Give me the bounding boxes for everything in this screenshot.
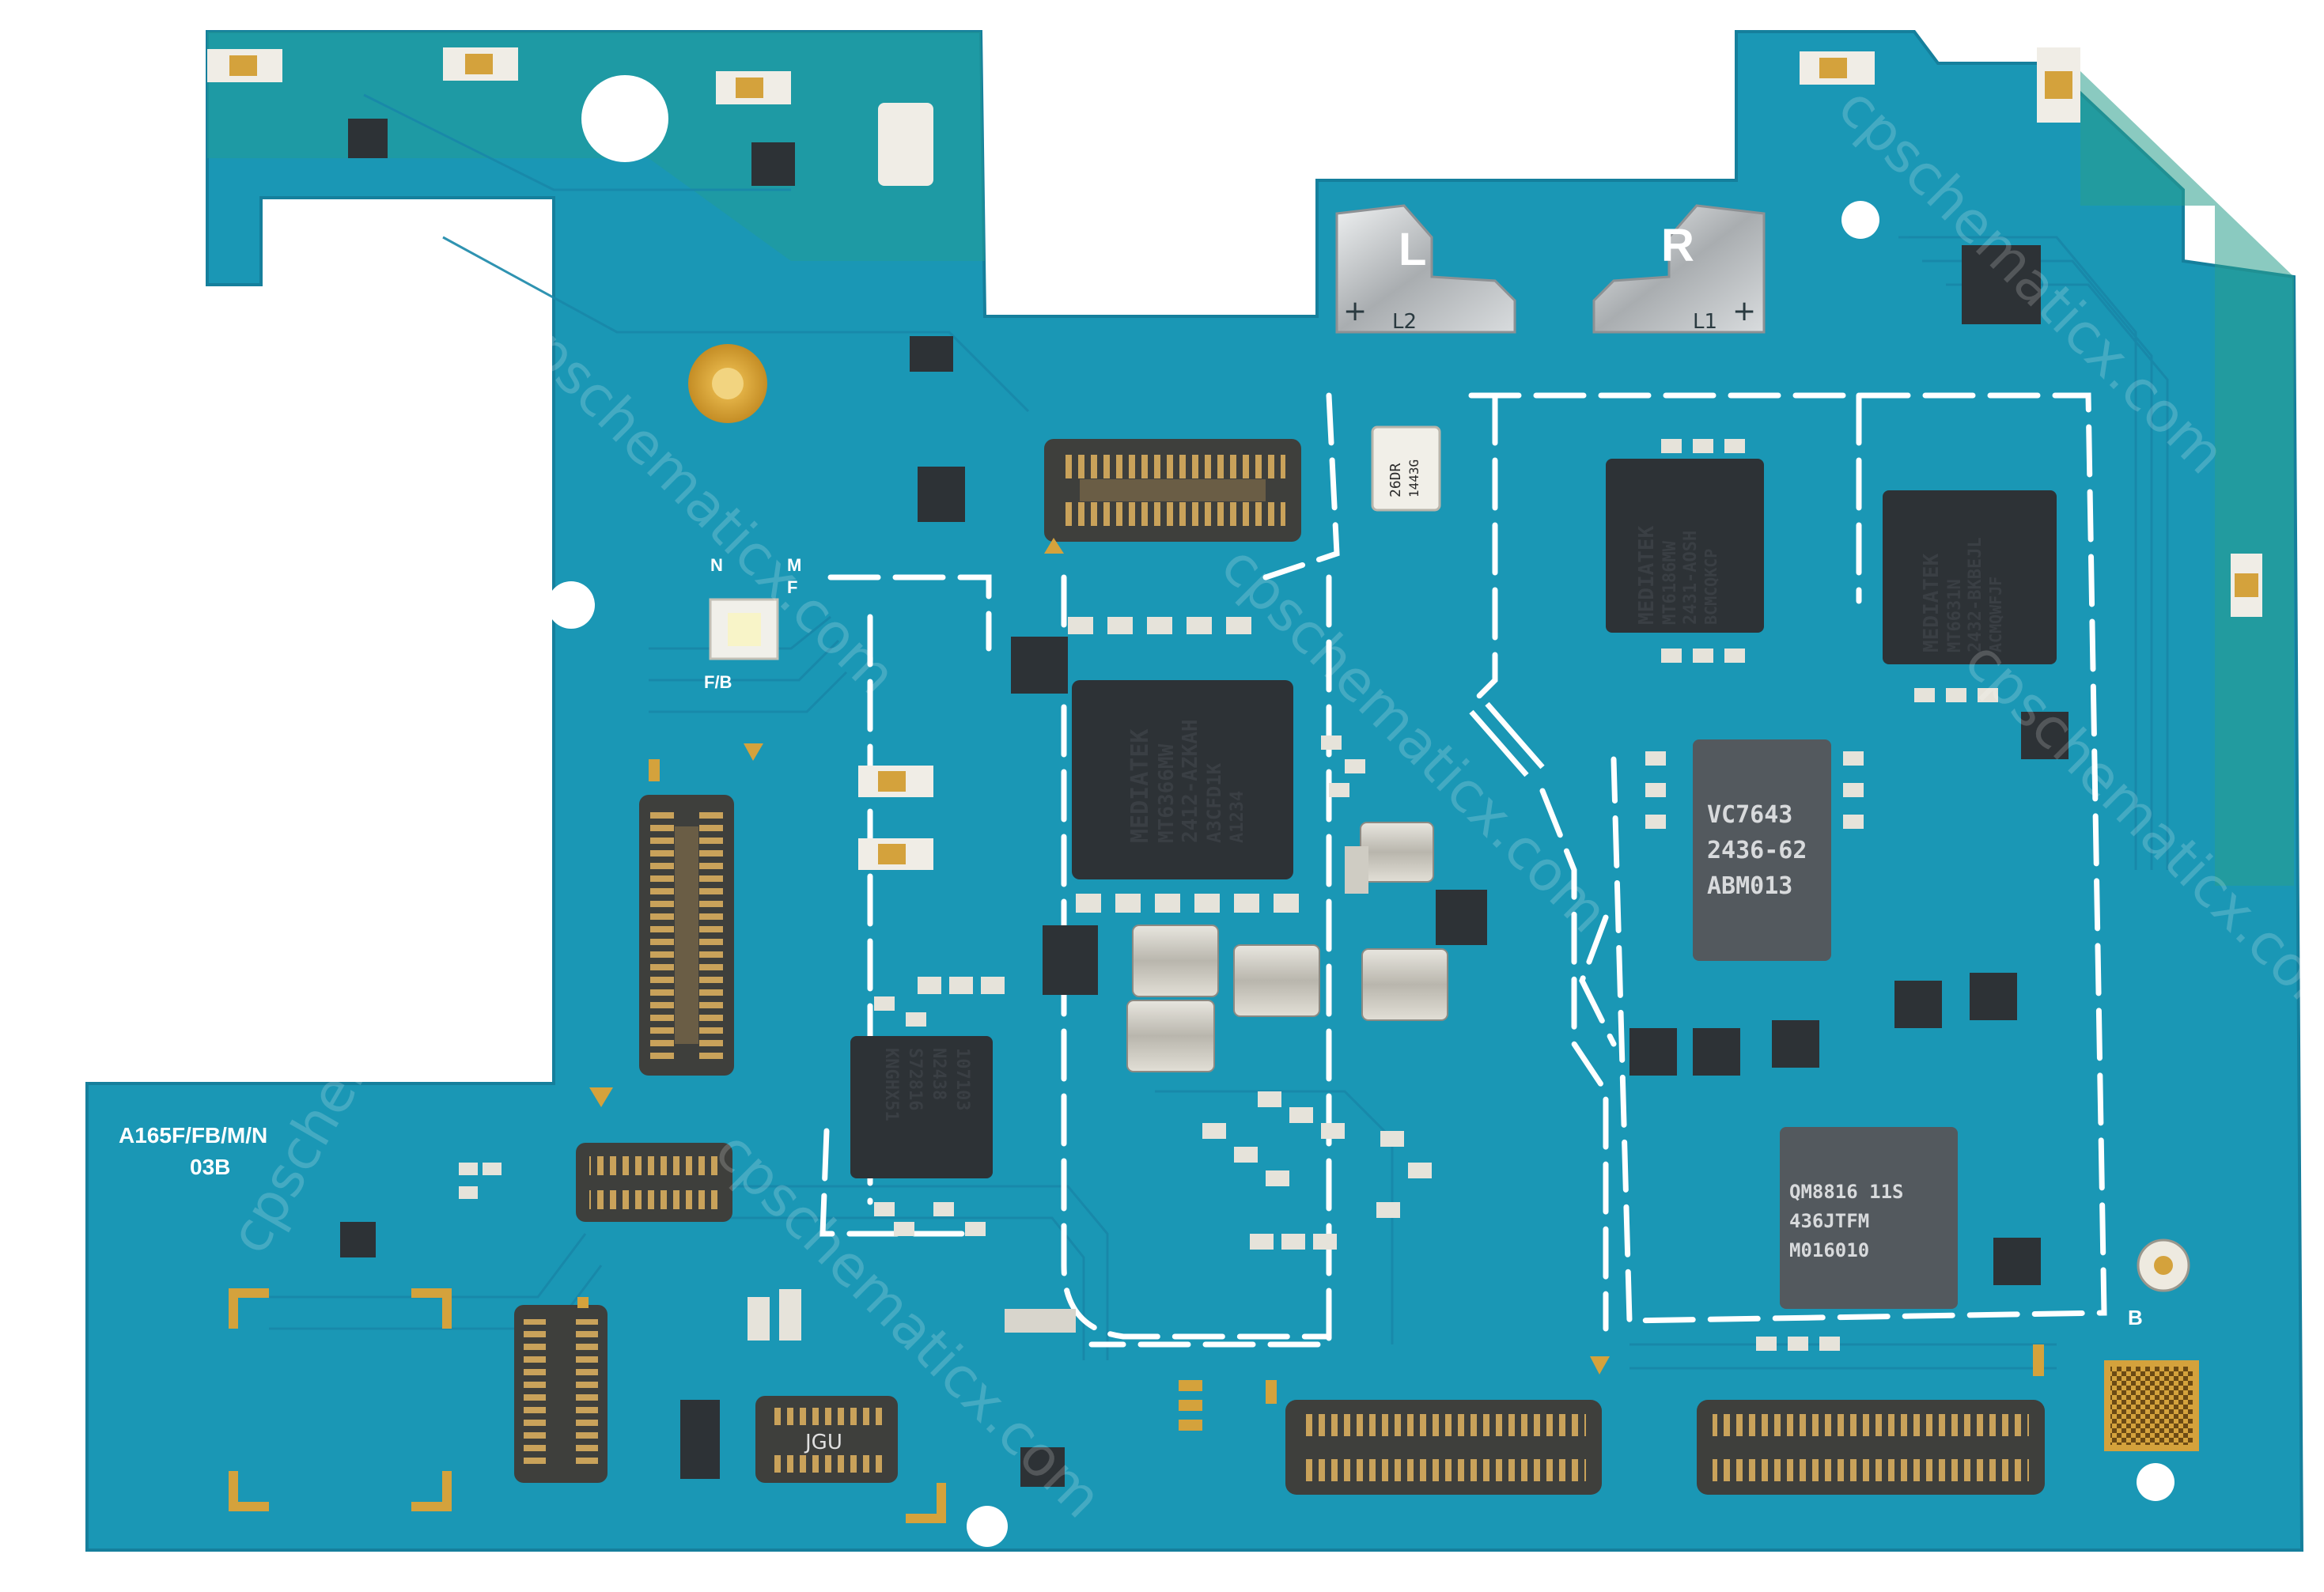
passive-components: [459, 439, 1998, 1351]
pcb-traces: [269, 93, 2169, 1370]
pcb-green-region-right: [2080, 71, 2294, 886]
silk-n-label: N: [710, 555, 723, 575]
gold-screw-pad-hole: [712, 368, 744, 399]
svg-text:2431-AOSH: 2431-AOSH: [1681, 531, 1701, 625]
svg-text:2412-AZKAH: 2412-AZKAH: [1179, 719, 1202, 843]
svg-text:MEDIATEK: MEDIATEK: [1920, 553, 1944, 652]
svg-text:MT6631N: MT6631N: [1945, 579, 1965, 652]
svg-text:JGU: JGU: [804, 1431, 842, 1454]
connector-mid-small: [576, 1143, 732, 1222]
svg-text:S72816: S72816: [905, 1048, 925, 1110]
svg-text:A3CFD1K: A3CFD1K: [1203, 762, 1225, 843]
svg-text:2436-62: 2436-62: [1707, 837, 1807, 864]
silk-b-label: B: [2128, 1306, 2143, 1329]
battery-right-sub: L1: [1693, 310, 1717, 334]
connector-bottom-center: [1285, 1400, 1602, 1495]
svg-text:MEDIATEK: MEDIATEK: [1635, 525, 1659, 625]
silk-diagonal-marks: [1469, 701, 1545, 777]
connector-left-tall: [639, 795, 734, 1076]
wifi-bt-chip: MEDIATEK MT6631N 2432-BKBEJL ACMQWFJF: [1883, 490, 2057, 664]
battery-left-sub: L2: [1392, 310, 1417, 334]
battery-right-letter: R: [1661, 220, 1694, 271]
antenna-coax-center: [2154, 1256, 2173, 1275]
svg-text:107103: 107103: [952, 1048, 972, 1110]
rf-transceiver-chip: MEDIATEK MT6186MW 2431-AOSH BCMCQKCP: [1606, 459, 1764, 633]
flash-led: [709, 598, 779, 660]
silk-m-label: M: [787, 555, 801, 575]
gold-bracket-marks: [229, 1288, 946, 1523]
svg-text:MEDIATEK: MEDIATEK: [1126, 729, 1154, 844]
connector-jgu: JGU: [755, 1396, 898, 1483]
board-revision-label: 03B: [190, 1155, 230, 1179]
pmic-chip: 107103 N2438 S72816 KNGHX51: [850, 1036, 993, 1178]
flash-led-core: [728, 613, 761, 646]
svg-text:ABM013: ABM013: [1707, 872, 1792, 900]
board-model-label: A165F/FB/M/N: [119, 1123, 267, 1148]
svg-text:M016010: M016010: [1789, 1239, 1869, 1261]
top-edge-components: [207, 47, 2262, 870]
main-soc-chip: MEDIATEK MT6366MW 2412-AZKAH A3CFD1K A12…: [1072, 680, 1293, 879]
battery-right-plus: +: [1732, 295, 1756, 327]
crystal-oscillator: 26DR 1443G: [1371, 425, 1441, 512]
gold-test-pads: [577, 759, 2044, 1431]
battery-left-plus: +: [1343, 295, 1367, 327]
svg-text:ACMQWFJF: ACMQWFJF: [1986, 577, 2005, 652]
svg-text:BCMCQKCP: BCMCQKCP: [1701, 549, 1720, 625]
power-amplifier-chip: VC7643 2436-62 ABM013: [1693, 739, 1831, 961]
svg-text:MT6186MW: MT6186MW: [1660, 540, 1680, 625]
battery-contact-left: [1335, 204, 1516, 334]
connector-bottom-right: [1697, 1400, 2045, 1495]
svg-text:1443G: 1443G: [1406, 459, 1421, 497]
mounting-hole: [547, 581, 595, 629]
svg-text:26DR: 26DR: [1387, 463, 1404, 497]
battery-left-letter: L: [1399, 224, 1426, 275]
silk-fb-label: F/B: [704, 672, 732, 692]
svg-text:436JTFM: 436JTFM: [1789, 1210, 1869, 1232]
mounting-hole: [967, 1506, 1008, 1547]
mounting-hole: [2137, 1463, 2174, 1501]
silk-shield-outlines: [819, 392, 2107, 1348]
svg-text:KNGHX51: KNGHX51: [881, 1048, 901, 1121]
mounting-hole: [1841, 201, 1879, 239]
svg-text:2432-BKBEJL: 2432-BKBEJL: [1966, 537, 1985, 652]
small-ics: [340, 119, 2069, 1487]
battery-contact-right: [1592, 204, 1766, 334]
power-inductors: [1126, 822, 1448, 1072]
silk-triangle-markers: [589, 538, 1610, 1375]
mounting-hole: [581, 75, 668, 162]
connector-bottom-left: [514, 1305, 607, 1483]
data-matrix-pattern: [2110, 1367, 2193, 1445]
svg-text:N2438: N2438: [929, 1048, 948, 1100]
front-end-module-chip: QM8816 11S 436JTFM M016010: [1780, 1127, 1958, 1309]
connector-top: [1044, 439, 1301, 542]
svg-text:QM8816 11S: QM8816 11S: [1789, 1181, 1904, 1203]
svg-text:VC7643: VC7643: [1707, 801, 1792, 829]
silk-f-label: F: [787, 577, 797, 597]
svg-text:MT6366MW: MT6366MW: [1155, 743, 1179, 843]
svg-text:A1234: A1234: [1228, 791, 1247, 843]
